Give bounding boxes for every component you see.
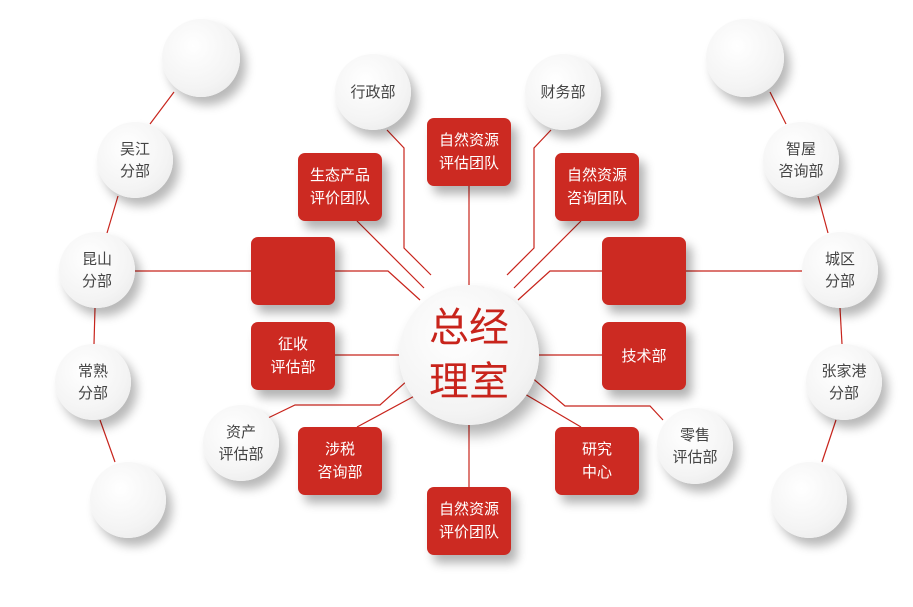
node-caiwu[interactable]: 财务部 [525,54,601,130]
center-node[interactable]: 总经 理室 [399,285,539,425]
box-sheshui[interactable]: 涉税 咨询部 [298,427,382,495]
box-zhengshou[interactable]: 征收 评估部 [251,322,335,390]
connector-line [769,91,787,125]
empty-node [90,462,166,538]
node-zichan[interactable]: 资产 评估部 [203,405,279,481]
node-wujiang[interactable]: 吴江 分部 [97,122,173,198]
node-chengqu[interactable]: 城区 分部 [802,232,878,308]
node-lingshou[interactable]: 零售 评估部 [657,408,733,484]
empty-node [706,19,784,97]
connector-line [529,375,664,421]
box-zrzy-pinggu[interactable]: 自然资源 评估团队 [427,118,511,186]
connector-line [267,379,409,419]
node-kunshan[interactable]: 昆山 分部 [59,232,135,308]
connector-line [93,307,96,345]
box-zrzy-pingjia[interactable]: 自然资源 评价团队 [427,487,511,555]
node-xingzheng[interactable]: 行政部 [335,54,411,130]
connector-line [821,419,837,463]
box-empty-left [251,237,335,305]
connector-line [356,220,425,289]
connector-line [817,195,829,234]
box-empty-right [602,237,686,305]
connector-line [356,392,421,428]
node-zhangjiagang[interactable]: 张家港 分部 [806,344,882,420]
node-changshu[interactable]: 常熟 分部 [55,344,131,420]
connector-line [839,307,843,345]
box-stcp[interactable]: 生态产品 评价团队 [298,153,382,221]
box-zrzy-zixun[interactable]: 自然资源 咨询团队 [555,153,639,221]
connector-line [513,220,582,289]
connector-line [106,195,119,234]
connector-line [149,91,175,125]
connector-line [99,419,116,463]
box-jishu[interactable]: 技术部 [602,322,686,390]
connector-line [386,129,432,276]
connector-line [517,389,582,428]
connector-line [506,129,552,276]
node-zhiwu[interactable]: 智屋 咨询部 [763,122,839,198]
empty-node [771,462,847,538]
empty-node [162,19,240,97]
connector-line [335,270,421,301]
connector-line [517,270,602,301]
box-yanjiu[interactable]: 研究 中心 [555,427,639,495]
